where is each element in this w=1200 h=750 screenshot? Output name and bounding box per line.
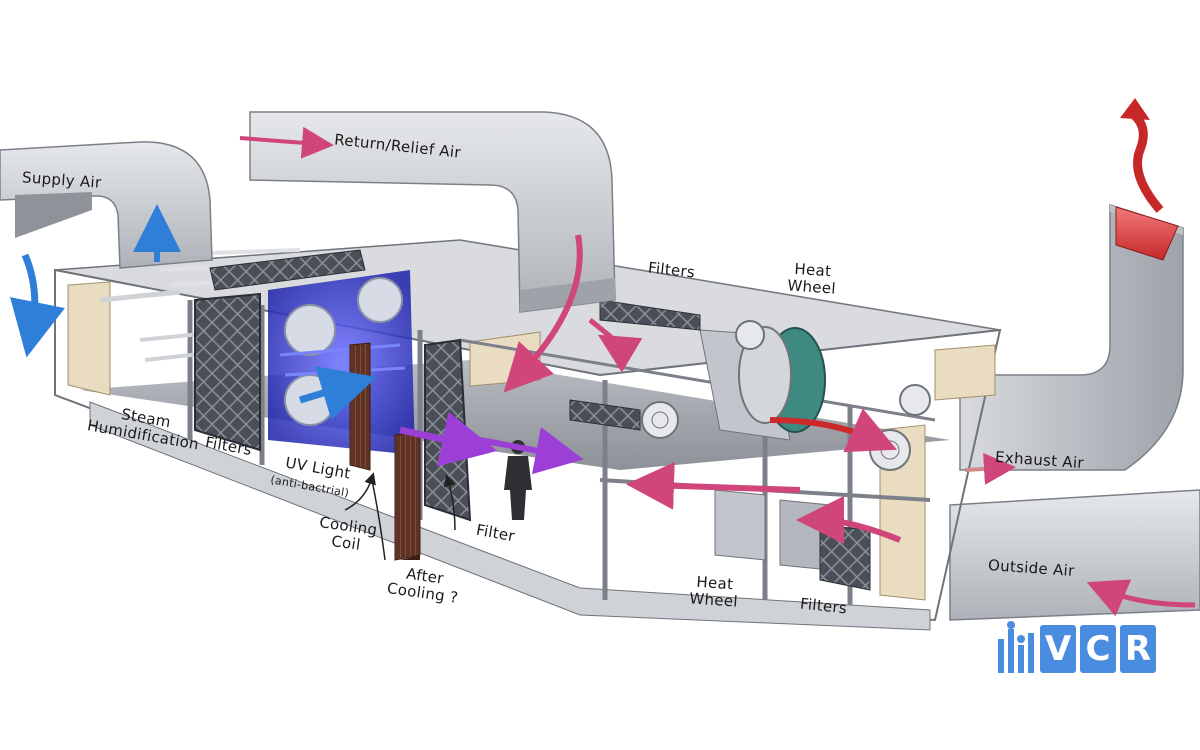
return-relief-duct [249, 111, 616, 313]
label-heat-wheel-bottom: Heat Wheel [688, 572, 739, 611]
supply-air-duct [0, 141, 213, 269]
logo-letter-r: R [1120, 625, 1156, 673]
airflow-arrows [10, 98, 1196, 617]
filters-lower [819, 524, 871, 591]
logo-letter-v: V [1040, 625, 1076, 673]
filter-bank-left [194, 249, 366, 452]
heat-wheel-lower [714, 489, 831, 571]
filters-upper [569, 299, 701, 431]
logo-letter-c: C [1080, 625, 1116, 673]
label-heat-wheel-top: Heat Wheel [786, 259, 837, 298]
exhaust-duct [959, 203, 1184, 471]
vcr-logo: V C R [996, 619, 1158, 679]
uv-light-section [268, 270, 415, 455]
outside-duct [949, 489, 1200, 621]
heat-wheel-upper [699, 326, 826, 441]
callout-pointers [344, 472, 456, 561]
logo-mark-icon [998, 621, 1034, 673]
